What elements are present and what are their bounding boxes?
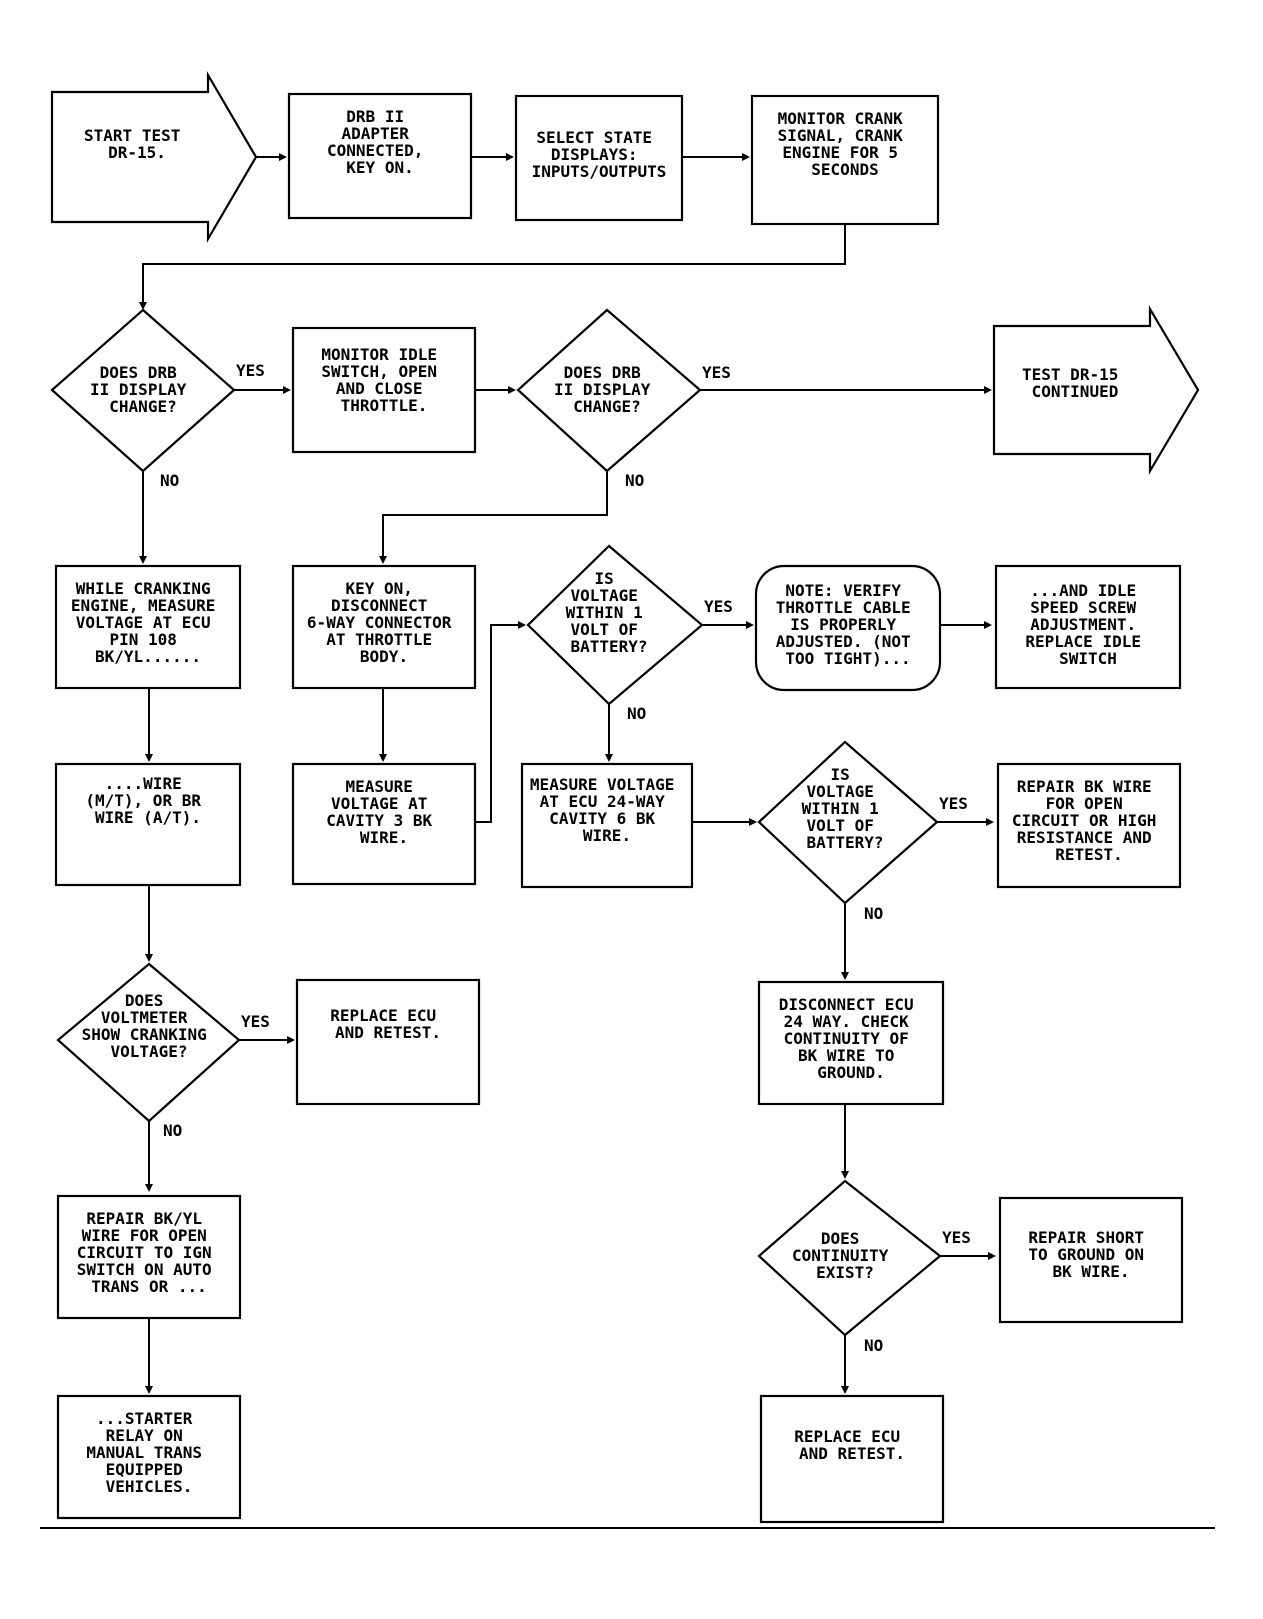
monitor-idle-box bbox=[291, 326, 477, 454]
yes-label: YES bbox=[241, 1012, 270, 1031]
arrowhead-right bbox=[742, 153, 750, 161]
monitor-idle-text: MONITOR IDLE SWITCH, OPEN AND CLOSE THRO… bbox=[321, 345, 446, 415]
replace-ecu-1-box bbox=[295, 978, 481, 1106]
select-state-box bbox=[514, 94, 684, 222]
no-label: NO bbox=[160, 471, 179, 490]
measure-ecu24-text: MEASURE VOLTAGE AT ECU 24-WAY CAVITY 6 B… bbox=[530, 775, 684, 845]
arrow-monitor-to-decision1 bbox=[142, 224, 846, 308]
decision-voltage-1-text: IS VOLTAGE WITHIN 1 VOLT OF BATTERY? bbox=[566, 569, 653, 656]
arrowhead-down bbox=[145, 754, 153, 762]
start-text: START TEST DR-15. bbox=[84, 126, 190, 162]
arrowhead-down bbox=[841, 972, 849, 980]
arrow-decision2-no bbox=[382, 471, 608, 562]
monitor-crank-text: MONITOR CRANK SIGNAL, CRANK ENGINE FOR 5… bbox=[778, 109, 913, 179]
arrowhead-right bbox=[984, 386, 992, 394]
arrowhead-right bbox=[287, 1036, 295, 1044]
repair-bk-open-text: REPAIR BK WIRE FOR OPEN CIRCUIT OR HIGH … bbox=[1012, 777, 1166, 864]
arrowhead-right bbox=[746, 621, 754, 629]
arrowhead-right bbox=[984, 621, 992, 629]
yes-label: YES bbox=[702, 363, 731, 382]
arrowhead-down bbox=[379, 754, 387, 762]
arrowhead-down bbox=[841, 1386, 849, 1394]
arrowhead-right bbox=[508, 386, 516, 394]
starter-relay-text: ...STARTER RELAY ON MANUAL TRANS EQUIPPE… bbox=[86, 1409, 211, 1496]
decision-display-2-text: DOES DRB II DISPLAY CHANGE? bbox=[554, 363, 660, 416]
yes-label: YES bbox=[704, 597, 733, 616]
disconnect-ecu24-box bbox=[757, 980, 945, 1106]
arrowhead-down bbox=[139, 556, 147, 564]
adapter-box bbox=[287, 92, 473, 220]
arrowhead-down bbox=[139, 302, 147, 310]
repair-short-text: REPAIR SHORT TO GROUND ON BK WIRE. bbox=[1028, 1228, 1153, 1281]
measure-cavity3-box bbox=[291, 762, 477, 886]
decision-display-1-text: DOES DRB II DISPLAY CHANGE? bbox=[90, 363, 196, 416]
monitor-crank-box bbox=[750, 94, 940, 226]
repair-bkyl-box bbox=[56, 1194, 242, 1320]
continued-arrow-shape bbox=[992, 304, 1200, 476]
arrowhead-down bbox=[379, 556, 387, 564]
no-label: NO bbox=[625, 471, 644, 490]
arrowhead-right bbox=[279, 153, 287, 161]
continued-text: TEST DR-15 CONTINUED bbox=[1022, 365, 1128, 401]
no-label: NO bbox=[163, 1121, 182, 1140]
measure-cavity3-text: MEASURE VOLTAGE AT CAVITY 3 BK WIRE. bbox=[326, 777, 442, 847]
key-on-disconnect-box bbox=[291, 564, 477, 690]
decision-continuity-text: DOES CONTINUITY EXIST? bbox=[792, 1229, 898, 1282]
arrowhead-down bbox=[145, 1386, 153, 1394]
note-verify-text: NOTE: VERIFY THROTTLE CABLE IS PROPERLY … bbox=[776, 581, 921, 668]
idle-speed-box bbox=[994, 564, 1182, 690]
yes-label: YES bbox=[236, 361, 265, 380]
connectors bbox=[142, 156, 994, 1392]
decision-voltmeter-shape bbox=[56, 962, 241, 1123]
measure-ecu24-box bbox=[520, 762, 694, 889]
note-verify-box bbox=[754, 564, 942, 692]
arrowhead-right bbox=[506, 153, 514, 161]
replace-ecu-1-text: REPLACE ECU AND RETEST. bbox=[330, 1006, 446, 1042]
arrowhead-right bbox=[518, 621, 526, 629]
arrowhead-right bbox=[986, 818, 994, 826]
wire-mt-box bbox=[54, 762, 242, 887]
decision-voltage-2-shape bbox=[757, 740, 939, 905]
decision-display-1-shape bbox=[50, 308, 236, 473]
decision-voltage-1-shape bbox=[526, 544, 704, 706]
while-cranking-box bbox=[54, 564, 242, 690]
decision-display-2-shape bbox=[516, 308, 702, 473]
no-label: NO bbox=[627, 704, 646, 723]
key-on-disconnect-text: KEY ON, DISCONNECT 6-WAY CONNECTOR AT TH… bbox=[307, 579, 461, 666]
no-label: NO bbox=[864, 1336, 883, 1355]
adapter-text: DRB II ADAPTER CONNECTED, KEY ON. bbox=[327, 107, 433, 177]
replace-ecu-2-box bbox=[759, 1394, 945, 1524]
arrowhead-down bbox=[841, 1171, 849, 1179]
no-label: NO bbox=[864, 904, 883, 923]
arrow-heads bbox=[139, 153, 996, 1394]
arrowhead-right bbox=[988, 1252, 996, 1260]
shapes bbox=[40, 70, 1215, 1529]
decision-voltage-2-text: IS VOLTAGE WITHIN 1 VOLT OF BATTERY? bbox=[802, 765, 889, 852]
yes-label: YES bbox=[942, 1228, 971, 1247]
replace-ecu-2-text: REPLACE ECU AND RETEST. bbox=[794, 1427, 910, 1463]
start-arrow-shape bbox=[50, 70, 258, 244]
node-texts: START TEST DR-15. DRB II ADAPTER CONNECT… bbox=[71, 107, 1166, 1496]
decision-voltmeter-text: DOES VOLTMETER SHOW CRANKING VOLTAGE? bbox=[82, 991, 217, 1061]
repair-short-box bbox=[998, 1196, 1184, 1324]
repair-bkyl-text: REPAIR BK/YL WIRE FOR OPEN CIRCUIT TO IG… bbox=[77, 1209, 222, 1296]
select-state-text: SELECT STATE DISPLAYS: INPUTS/OUTPUTS bbox=[532, 128, 667, 181]
arrow-cavity3-to-decision3 bbox=[475, 624, 524, 823]
disconnect-ecu24-text: DISCONNECT ECU 24 WAY. CHECK CONTINUITY … bbox=[779, 995, 924, 1082]
arrowhead-right bbox=[749, 818, 757, 826]
while-cranking-text: WHILE CRANKING ENGINE, MEASURE VOLTAGE A… bbox=[71, 579, 225, 666]
arrowhead-down bbox=[605, 754, 613, 762]
repair-bk-open-box bbox=[996, 762, 1182, 889]
arrowhead-down bbox=[145, 1184, 153, 1192]
arrowhead-down bbox=[145, 954, 153, 962]
branch-labels: YES NO YES NO YES NO YES NO YES NO YES N… bbox=[160, 361, 971, 1355]
arrowhead-right bbox=[283, 386, 291, 394]
wire-mt-text: ....WIRE (M/T), OR BR WIRE (A/T). bbox=[85, 774, 210, 827]
decision-continuity-shape bbox=[757, 1179, 942, 1337]
starter-relay-box bbox=[56, 1394, 242, 1520]
idle-speed-text: ...AND IDLE SPEED SCREW ADJUSTMENT. REPL… bbox=[1025, 581, 1150, 668]
yes-label: YES bbox=[939, 794, 968, 813]
